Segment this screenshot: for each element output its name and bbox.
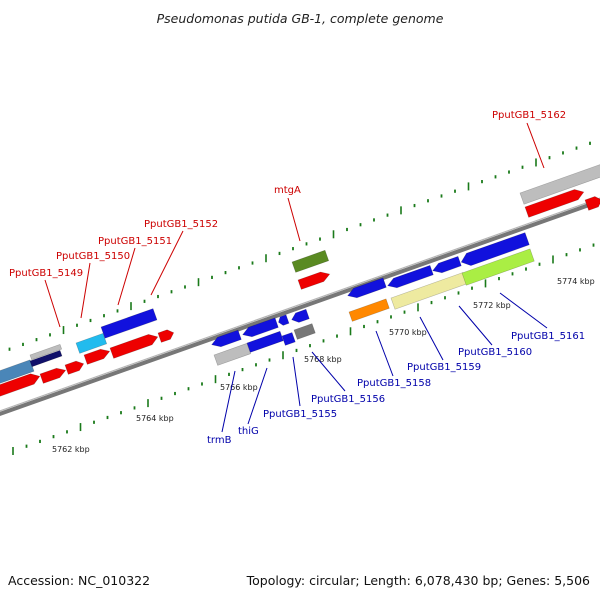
gene-label-forward: mtgA	[274, 185, 301, 196]
gene-box-gray	[519, 164, 600, 205]
kbp-label: 5772 kbp	[473, 301, 511, 310]
backbone-line-light	[0, 197, 600, 412]
gene-box-navy	[29, 350, 63, 368]
tick-row-lower	[12, 243, 595, 455]
gene-box-cyan	[75, 333, 108, 354]
kbp-label: 5770 kbp	[389, 328, 427, 337]
leader-line-forward	[80, 262, 91, 319]
gene-arrow-blue	[291, 308, 310, 323]
gene-label-forward: PputGB1_5150	[56, 251, 130, 262]
gene-arrow-blue	[432, 256, 462, 274]
kbp-label: 5774 kbp	[557, 277, 595, 286]
kbp-labels: 5762 kbp 5764 kbp 5766 kbp 5768 kbp 5770 kbp…	[52, 277, 595, 454]
leader-line-forward	[287, 197, 301, 242]
footer-summary: Topology: circular; Length: 6,078,430 bp…	[246, 573, 590, 588]
backbone-line-dark	[0, 198, 600, 417]
gene-box-gray	[29, 344, 63, 361]
gene-arrow-blue	[387, 265, 434, 289]
gene-arrow-blue	[460, 232, 530, 266]
kbp-label: 5768 kbp	[304, 355, 342, 364]
gene-features	[0, 164, 600, 397]
leader-line-forward	[44, 279, 61, 328]
leader-line-reverse	[499, 292, 548, 329]
tick-rows	[8, 141, 595, 455]
gene-arrow-red	[157, 329, 175, 343]
gene-label-reverse: PputGB1_5159	[407, 362, 481, 373]
gene-arrow-red	[64, 360, 85, 375]
leader-line-forward	[117, 247, 136, 306]
gene-label-reverse: PputGB1_5156	[311, 394, 385, 405]
gene-arrow-red	[297, 271, 331, 290]
gene-label-forward: PputGB1_5149	[9, 268, 83, 279]
gene-arrow-blue	[347, 277, 387, 299]
gene-label-forward: PputGB1_5162	[492, 110, 566, 121]
gene-box-orange	[348, 298, 390, 322]
leader-line-reverse	[375, 330, 394, 377]
leader-line-reverse	[247, 367, 268, 425]
gene-arrow-red	[109, 334, 159, 359]
map-title: Pseudomonas putida GB-1, complete genome	[157, 11, 444, 26]
kbp-label: 5766 kbp	[220, 383, 258, 392]
gene-label-reverse: PputGB1_5155	[263, 409, 337, 420]
gene-arrow-red	[584, 196, 600, 211]
tick-row-upper	[8, 141, 591, 351]
gene-label-reverse: PputGB1_5160	[458, 347, 532, 358]
gene-label-reverse: thiG	[238, 426, 259, 437]
gene-box-olive	[291, 249, 330, 273]
gene-arrow-red	[0, 373, 41, 397]
reverse-gene-labels: trmB thiG PputGB1_5155 PputGB1_5156 PputGB1_…	[207, 292, 585, 446]
gene-label-forward: PputGB1_5151	[98, 236, 172, 247]
gene-label-reverse: PputGB1_5158	[357, 378, 431, 389]
kbp-label: 5764 kbp	[136, 414, 174, 423]
leader-line-reverse	[419, 316, 444, 361]
leader-line-reverse	[292, 356, 301, 407]
gene-box-blue	[100, 308, 158, 339]
gene-box-blue	[281, 332, 296, 346]
leader-line-forward	[526, 122, 545, 169]
gene-arrow-blue	[278, 314, 290, 326]
gene-label-reverse: trmB	[207, 435, 232, 446]
gene-arrow-red	[39, 367, 67, 384]
backbone	[0, 197, 600, 417]
kbp-label: 5762 kbp	[52, 445, 90, 454]
gene-label-reverse: PputGB1_5161	[511, 331, 585, 342]
leader-line-reverse	[311, 351, 346, 392]
leader-line-reverse	[458, 305, 493, 346]
gene-arrow-red	[524, 189, 585, 218]
gene-box-darkgray	[293, 323, 316, 340]
gene-label-forward: PputGB1_5152	[144, 219, 218, 230]
gene-box-steel	[0, 359, 35, 384]
leader-line-forward	[150, 230, 184, 296]
leader-line-reverse	[221, 370, 236, 433]
gene-box-blue	[246, 330, 284, 353]
gene-box-lime	[461, 248, 535, 286]
gene-arrow-blue	[211, 329, 242, 348]
gene-arrow-red	[83, 348, 111, 365]
forward-gene-labels: PputGB1_5149 PputGB1_5150 PputGB1_5151 Pput…	[9, 110, 566, 328]
gene-box-gray	[213, 342, 252, 366]
gene-arrow-blue	[242, 317, 279, 338]
footer-accession: Accession: NC_010322	[8, 573, 151, 588]
